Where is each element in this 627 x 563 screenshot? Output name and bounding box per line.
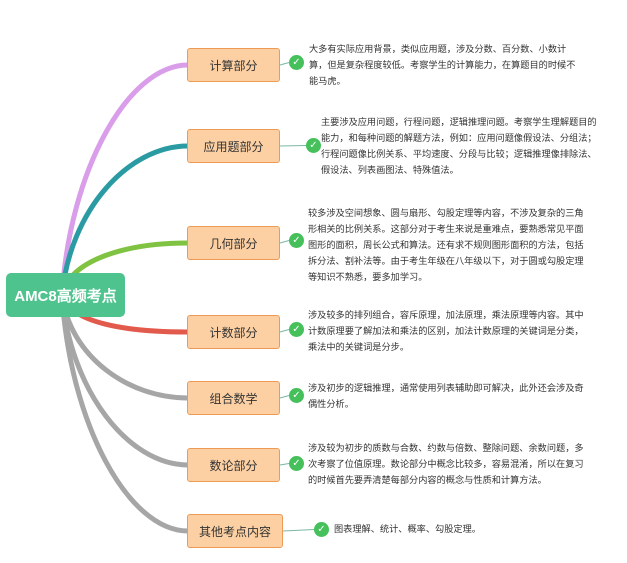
topic-label: 几何部分 [209, 236, 258, 251]
topic-connector [279, 145, 307, 147]
topic-connector [279, 240, 290, 244]
topic-description: 涉及较为初步的质数与合数、约数与倍数、整除问题、余数问题，多次考察了位值原理。数… [308, 443, 584, 486]
check-circle-icon: ✓ [314, 522, 329, 537]
root-node[interactable]: AMC8高频考点 [6, 273, 125, 317]
root-label: AMC8高频考点 [14, 287, 117, 305]
branch-curve [59, 62, 191, 298]
topic-description: 涉及较多的排列组合，容斥原理，加法原理，乘法原理等内容。其中计数原理要了解加法和… [308, 310, 584, 353]
topic-node-geometry[interactable]: 几何部分 [187, 226, 280, 260]
topic-description: 涉及初步的逻辑推理，通常使用列表辅助即可解决，此外还会涉及奇偶性分析。 [308, 383, 584, 410]
topic-node-combinatorics[interactable]: 组合数学 [187, 381, 280, 415]
topic-label: 数论部分 [209, 458, 258, 473]
topic-description: 大多有实际应用背景，类似应用题，涉及分数、百分数、小数计算，但是复杂程度较低。考… [309, 44, 576, 87]
check-circle-icon: ✓ [289, 322, 304, 337]
topic-description: 主要涉及应用问题，行程问题，逻辑推理问题。考察学生理解题目的能力，和每种问题的解… [321, 117, 597, 176]
topic-connector [279, 62, 290, 66]
topic-connector [279, 463, 290, 466]
topic-node-other[interactable]: 其他考点内容 [187, 514, 283, 548]
topic-label: 计算部分 [209, 58, 258, 73]
topic-label: 应用题部分 [203, 139, 264, 154]
topic-connector [279, 395, 290, 399]
topic-node-counting[interactable]: 计数部分 [187, 315, 280, 349]
check-circle-icon: ✓ [289, 233, 304, 248]
branch-curve [59, 292, 191, 534]
topic-description: 图表理解、统计、概率、勾股定理。 [334, 524, 481, 535]
topic-label: 其他考点内容 [198, 524, 271, 539]
check-circle-icon: ✓ [306, 138, 321, 153]
topic-node-calculation[interactable]: 计算部分 [187, 48, 280, 82]
topic-description: 较多涉及空间想象、圆与扇形、勾股定理等内容，不涉及复杂的三角形相关的比例关系。这… [308, 208, 584, 283]
check-circle-icon: ✓ [289, 456, 304, 471]
topic-connector [282, 529, 315, 532]
topic-label: 组合数学 [209, 391, 258, 406]
check-circle-icon: ✓ [289, 388, 304, 403]
topic-node-number-theory[interactable]: 数论部分 [187, 448, 280, 482]
branch-curve [59, 143, 191, 298]
topic-connector [279, 329, 290, 333]
topic-node-word-problems[interactable]: 应用题部分 [187, 129, 280, 163]
topic-label: 计数部分 [209, 325, 258, 340]
check-circle-icon: ✓ [289, 55, 304, 70]
